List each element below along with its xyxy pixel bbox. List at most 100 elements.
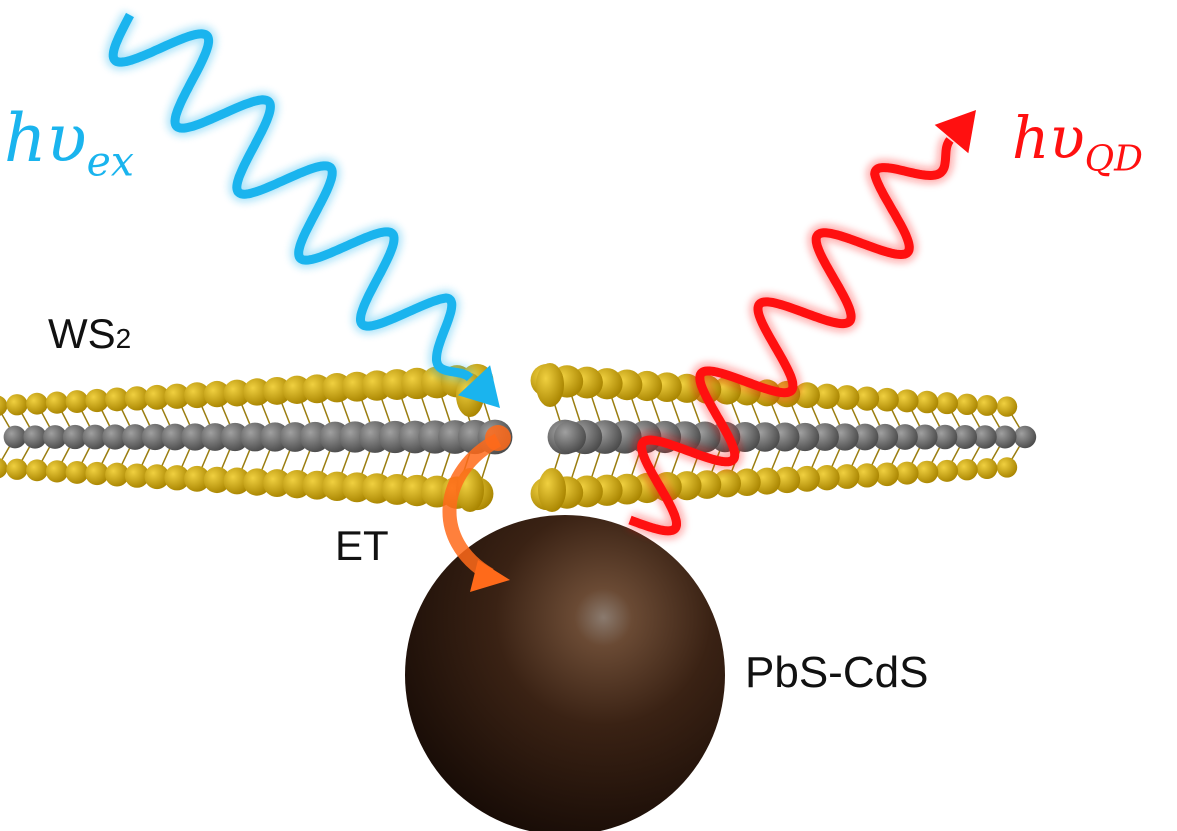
sulfur-atom — [814, 383, 840, 409]
emission-arrow-head — [934, 110, 976, 154]
sulfur-atom — [794, 465, 820, 492]
tungsten-atom — [201, 423, 229, 451]
sulfur-atom — [915, 460, 939, 484]
ws2-monolayer — [0, 363, 1037, 512]
sulfur-atom — [733, 468, 761, 496]
sulfur-atom — [26, 459, 48, 482]
excited-site — [485, 425, 511, 451]
tungsten-atom — [554, 421, 586, 453]
sulfur-atom — [105, 387, 129, 412]
edge-sulfur-atom — [536, 363, 564, 407]
excitation-arrow-head — [457, 365, 500, 408]
sulfur-atom — [85, 388, 109, 413]
sulfur-atom — [895, 389, 919, 413]
sulfur-atom — [203, 380, 231, 408]
tungsten-atom — [811, 423, 839, 451]
sulfur-atom — [875, 387, 899, 412]
sulfur-atom — [935, 392, 959, 415]
sulfur-atom — [956, 393, 978, 416]
tungsten-atom — [181, 423, 209, 451]
sulfur-atom — [0, 458, 8, 479]
sulfur-atom — [65, 390, 89, 413]
tungsten-atom — [161, 423, 189, 451]
sulfur-atom — [915, 390, 939, 414]
sulfur-atom — [996, 457, 1018, 478]
tungsten-atom — [23, 425, 47, 449]
sulfur-atom — [0, 395, 8, 416]
tungsten-atom — [851, 423, 879, 451]
sulfur-atom — [834, 385, 860, 410]
tungsten-atom — [220, 422, 250, 452]
sulfur-atom — [203, 466, 231, 494]
sulfur-atom — [6, 394, 28, 416]
sulfur-atom — [935, 459, 959, 482]
sulfur-atom — [834, 464, 860, 489]
quantum-dot-label: PbS-CdS — [745, 648, 929, 697]
tungsten-atom — [43, 425, 67, 449]
sulfur-atom — [956, 458, 978, 481]
excitation-label-base: hυ — [4, 100, 87, 177]
sulfur-atom — [773, 466, 801, 494]
tungsten-atom — [973, 425, 997, 449]
tungsten-atom — [141, 423, 169, 451]
excitation-photon-label: hυex — [4, 100, 134, 185]
energy-transfer-label: ET — [335, 522, 389, 569]
edge-sulfur-atom — [538, 468, 566, 512]
tungsten-atom — [240, 422, 270, 452]
sulfur-atom — [85, 461, 109, 486]
sulfur-atom — [814, 465, 840, 491]
sulfur-atom — [263, 469, 291, 498]
sulfur-atom — [164, 465, 190, 491]
tungsten-atom — [1013, 425, 1037, 449]
tungsten-atom — [932, 424, 958, 450]
ws2-label: WS2 — [48, 310, 131, 358]
sulfur-atom — [184, 465, 210, 492]
sulfur-atom — [6, 458, 28, 480]
sulfur-atom — [26, 392, 48, 415]
sulfur-atom — [184, 382, 210, 409]
sulfur-atom — [263, 376, 291, 405]
energy-transfer-arrow-head — [470, 560, 510, 592]
sulfur-atom — [976, 458, 998, 480]
sulfur-atom — [996, 396, 1018, 417]
tungsten-atom — [952, 424, 978, 450]
emission-label-sub: QD — [1084, 138, 1143, 180]
tungsten-atom — [993, 425, 1017, 449]
tungsten-atom — [831, 423, 859, 451]
tungsten-atom — [871, 423, 899, 451]
quantum-dot-sphere — [405, 515, 725, 831]
tungsten-atom — [102, 424, 128, 450]
tungsten-atom — [912, 424, 938, 450]
sulfur-atom — [243, 468, 271, 496]
sulfur-atom — [895, 461, 919, 485]
sulfur-atom — [144, 464, 170, 490]
sulfur-atom — [753, 467, 781, 495]
sulfur-atom — [243, 378, 271, 406]
sulfur-atom — [45, 391, 69, 414]
excitation-label-sub: ex — [86, 137, 134, 186]
excitation-photon-wave — [108, 12, 474, 382]
sulfur-atom — [854, 463, 880, 488]
sulfur-atom — [124, 386, 150, 411]
excitation-photon-wave-glow — [105, 11, 476, 384]
emission-photon-wave — [628, 136, 954, 536]
energy-transfer-arrow — [442, 433, 502, 582]
tungsten-atom — [790, 422, 820, 452]
sulfur-atom — [875, 462, 899, 487]
sulfur-atom — [65, 461, 89, 484]
sulfur-atom — [223, 467, 251, 495]
tungsten-atom — [892, 424, 918, 450]
sulfur-atom — [144, 384, 170, 410]
tungsten-atom — [122, 424, 148, 450]
sulfur-atom — [976, 394, 998, 416]
sulfur-atom — [105, 462, 129, 487]
sulfur-atom — [223, 379, 251, 407]
tungsten-atom — [62, 424, 88, 450]
sulfur-atom — [854, 386, 880, 411]
emission-label-base: hυ — [1012, 104, 1085, 172]
sulfur-atom — [164, 383, 190, 409]
sulfur-atom — [124, 463, 150, 488]
sulfur-atom — [45, 460, 69, 483]
